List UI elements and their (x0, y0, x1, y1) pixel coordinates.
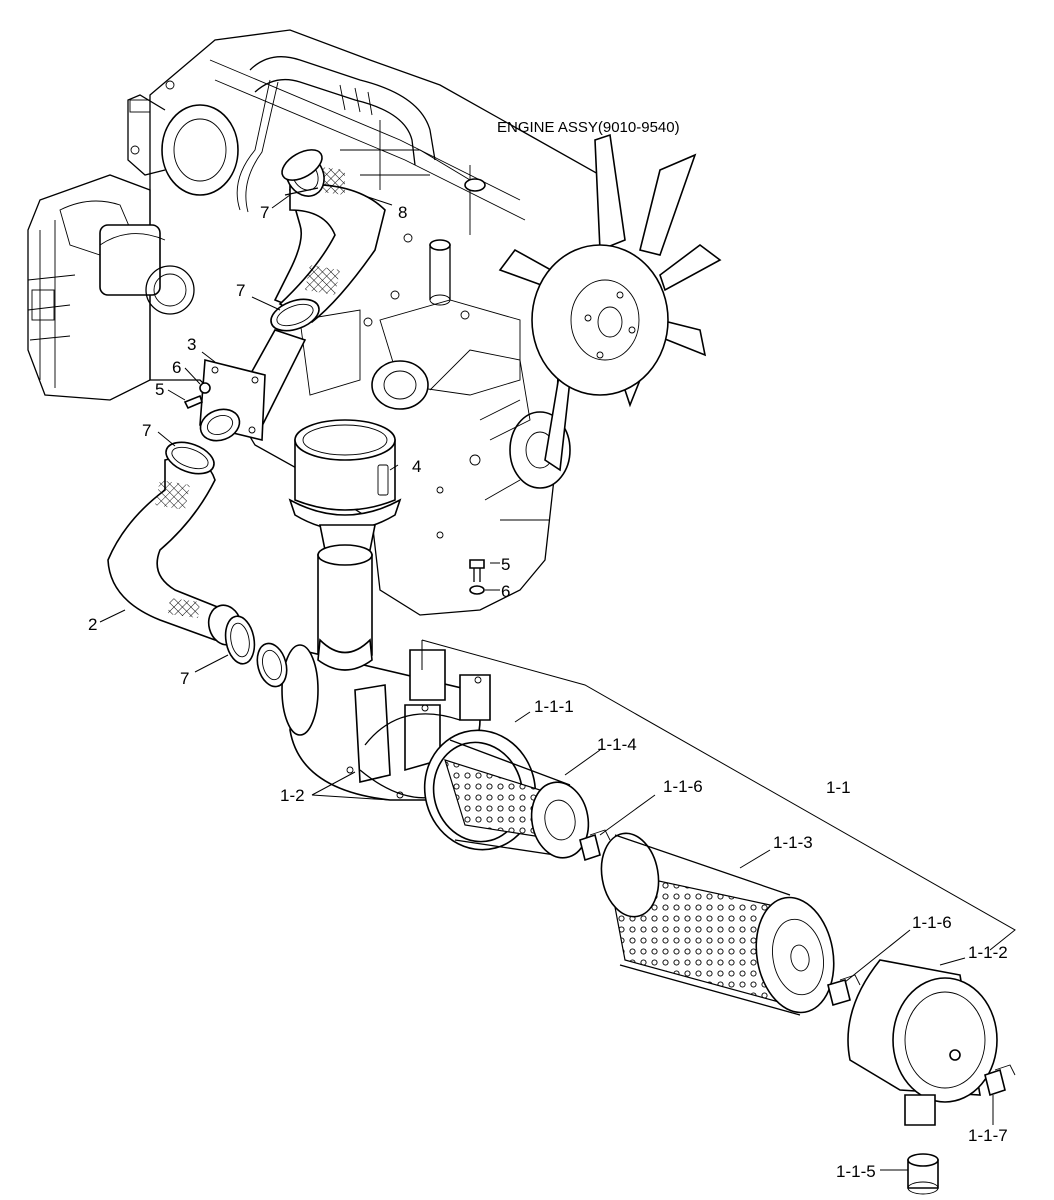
leader-lines (99, 194, 1016, 1171)
label-3: 3 (187, 335, 196, 354)
intake-hose-2 (107, 456, 243, 646)
label-1-1-4: 1-1-4 (597, 735, 637, 754)
hose-clamp-7c (165, 441, 215, 475)
label-6a: 6 (172, 358, 181, 377)
label-1-1-1: 1-1-1 (534, 697, 574, 716)
hose-clamp-7a (281, 149, 323, 181)
wing-nut-1-1-6b (827, 974, 861, 1007)
engine-assembly (27, 29, 611, 616)
wing-nut-1-1-6a (579, 829, 611, 862)
engine-assy-title: ENGINE ASSY(9010-9540) (497, 119, 680, 136)
label-6b: 6 (501, 582, 510, 601)
label-1-1-5: 1-1-5 (836, 1162, 876, 1181)
washer-6b (469, 585, 485, 595)
bolt-5a (183, 394, 203, 410)
label-5b: 5 (501, 555, 510, 574)
label-7a: 7 (260, 203, 269, 222)
label-1-1-6a: 1-1-6 (663, 777, 703, 796)
label-7d: 7 (180, 669, 189, 688)
safety-element-1-1-4 (444, 739, 590, 859)
label-1-1-6b: 1-1-6 (912, 913, 952, 932)
label-2: 2 (88, 615, 97, 634)
hose-clamp-7b (270, 298, 320, 332)
label-8: 8 (398, 203, 407, 222)
main-element-1-1-3 (600, 832, 835, 1016)
label-1-1-2: 1-1-2 (968, 943, 1008, 962)
intake-pipe-3 (199, 329, 307, 442)
label-7c: 7 (142, 421, 151, 440)
label-1-1: 1-1 (826, 778, 851, 797)
cooling-fan (498, 133, 722, 472)
label-7b: 7 (236, 281, 245, 300)
label-1-1-7: 1-1-7 (968, 1126, 1008, 1145)
pre-cleaner-4 (288, 419, 402, 656)
label-1-2: 1-2 (280, 786, 305, 805)
washer-6a (199, 382, 211, 394)
wing-nut-1-1-7 (984, 1064, 1016, 1097)
label-5a: 5 (155, 380, 164, 399)
bolt-5b (469, 559, 485, 582)
label-1-1-3: 1-1-3 (773, 833, 813, 852)
label-4: 4 (412, 457, 421, 476)
hose-clamp-7d (224, 615, 256, 665)
cover-1-1-2 (847, 959, 998, 1126)
dust-valve-1-1-5 (907, 1153, 939, 1195)
